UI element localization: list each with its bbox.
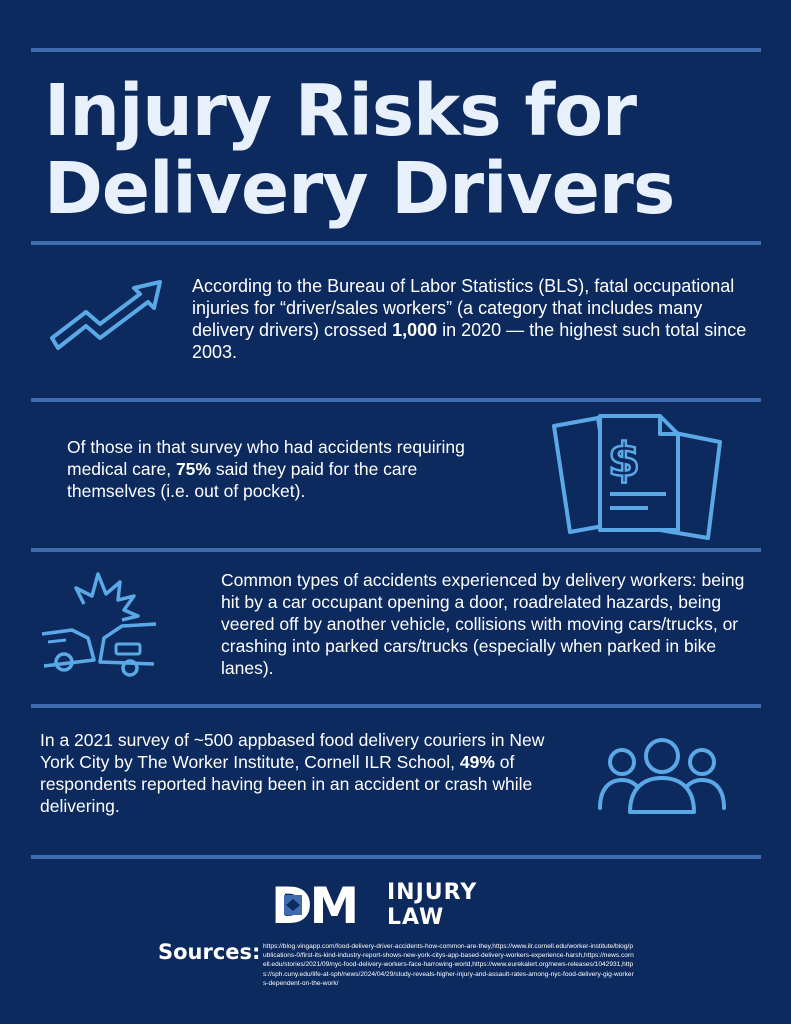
svg-text:$: $	[608, 433, 640, 487]
trend-up-arrow-icon	[44, 278, 166, 356]
logo-word-law: LAW	[387, 905, 445, 930]
section-1-highlight: 1,000	[392, 320, 438, 340]
people-group-icon	[596, 736, 728, 816]
section-1-text-before: According to the Bureau of Labor Statist…	[192, 276, 735, 340]
car-crash-icon	[38, 568, 160, 680]
dm-injury-law-logo: DM INJURY LAW	[271, 878, 521, 934]
logo-square-icon	[284, 895, 302, 915]
section-2-text-before: Of those in that survey who had accident…	[67, 437, 465, 479]
section-1-text: According to the Bureau of Labor Statist…	[192, 275, 752, 363]
section-4-text-before: In a 2021 survey of ~500 appbased food d…	[40, 730, 545, 772]
divider-section-4	[31, 855, 761, 859]
section-1-text-after: in 2020 — the highest such total since 2…	[192, 320, 747, 362]
divider-section-1	[31, 398, 761, 402]
page-title: Injury Risks for Delivery Drivers	[44, 69, 675, 230]
section-2-text-after: said they paid for the care themselves (…	[67, 459, 418, 501]
section-2-highlight: 75%	[175, 459, 211, 479]
logo-word-injury: INJURY	[387, 880, 478, 905]
section-4-text-after: of respondents reported having been in a…	[40, 752, 533, 816]
section-4-text: In a 2021 survey of ~500 appbased food d…	[40, 729, 570, 817]
section-3-text: Common types of accidents experienced by…	[221, 570, 745, 678]
divider-section-2	[31, 548, 761, 552]
dollar-bill-documents-icon: $	[548, 412, 728, 542]
divider-below-title	[31, 241, 761, 245]
divider-top	[31, 48, 761, 52]
sources-text: https://blog.vingapp.com/food-delivery-d…	[263, 943, 634, 987]
divider-section-3	[31, 704, 761, 708]
section-4-highlight: 49%	[459, 752, 495, 772]
sources-label: Sources:	[158, 940, 261, 964]
section-2-text: Of those in that survey who had accident…	[67, 436, 487, 502]
